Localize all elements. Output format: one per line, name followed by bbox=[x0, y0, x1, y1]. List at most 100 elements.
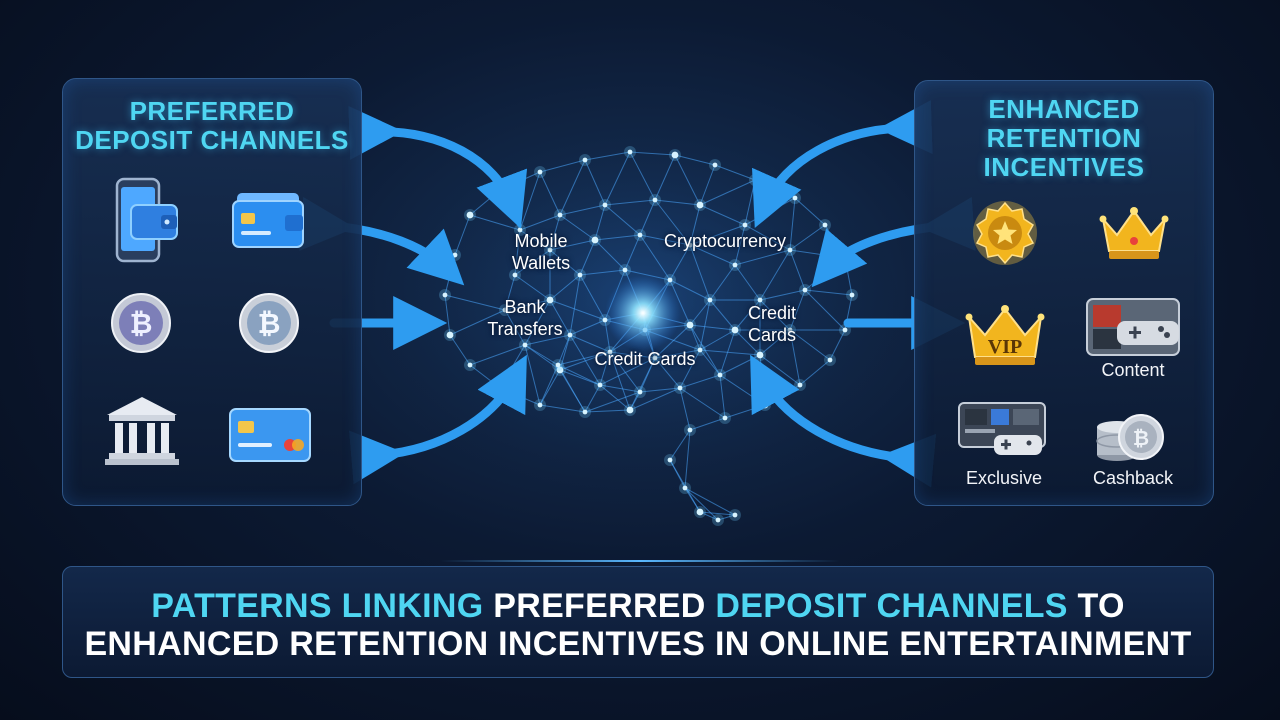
network-link bbox=[699, 349, 761, 356]
arrow-left-top bbox=[348, 105, 528, 229]
network-link bbox=[584, 384, 601, 413]
network-link bbox=[539, 404, 586, 413]
arrow-right-top bbox=[752, 100, 933, 229]
content-reward-label: Content bbox=[1101, 360, 1165, 380]
network-node bbox=[557, 212, 563, 218]
network-node bbox=[547, 247, 553, 253]
vip-badge-text: VIP bbox=[988, 336, 1022, 358]
network-link bbox=[524, 344, 541, 406]
network-node bbox=[696, 508, 704, 516]
svg-text:₿: ₿ bbox=[258, 307, 281, 340]
deposit-channels-panel: PREFERRED DEPOSIT CHANNELS ₿ ₿ bbox=[62, 78, 362, 506]
network-link bbox=[689, 324, 736, 331]
network-link bbox=[669, 279, 711, 301]
network-link bbox=[514, 249, 551, 276]
arrow-left-bottom bbox=[349, 354, 527, 485]
network-link bbox=[684, 487, 701, 513]
network-node bbox=[512, 272, 518, 278]
network-link bbox=[639, 357, 656, 393]
network-node bbox=[732, 262, 738, 268]
network-link bbox=[599, 384, 631, 411]
network-link bbox=[604, 151, 631, 206]
network-link bbox=[699, 164, 716, 206]
label-credit-cards-center: Credit Cards bbox=[594, 349, 696, 369]
network-link bbox=[759, 249, 791, 301]
network-link bbox=[449, 309, 506, 336]
network-link bbox=[734, 249, 791, 266]
vip-crown-icon: VIP bbox=[965, 305, 1045, 365]
network-node bbox=[537, 402, 543, 408]
network-link bbox=[744, 224, 791, 251]
label-mobile-wallets: Mobile Wallets bbox=[511, 231, 571, 273]
network-node bbox=[446, 331, 454, 339]
network-link bbox=[594, 234, 641, 241]
network-node bbox=[712, 162, 718, 168]
banner-line-2: ENHANCED RETENTION INCENTIVES IN ONLINE … bbox=[84, 625, 1192, 663]
network-link bbox=[654, 349, 701, 359]
network-link bbox=[679, 374, 721, 389]
network-link bbox=[717, 514, 736, 521]
network-node bbox=[667, 277, 673, 283]
network-link bbox=[679, 387, 726, 419]
network-node bbox=[802, 287, 808, 293]
network-node bbox=[442, 292, 448, 298]
network-node bbox=[637, 389, 643, 395]
network-link bbox=[604, 199, 656, 206]
network-link bbox=[804, 289, 853, 296]
credit-card-icon bbox=[229, 408, 311, 462]
bank-icon bbox=[105, 397, 179, 465]
retention-incentives-panel: ENHANCED RETENTION INCENTIVES VIP bbox=[914, 80, 1214, 506]
network-node bbox=[652, 355, 658, 361]
network-link bbox=[629, 387, 681, 411]
network-link bbox=[549, 299, 571, 336]
network-link bbox=[604, 204, 641, 236]
network-link bbox=[699, 179, 756, 206]
network-link bbox=[689, 244, 711, 301]
network-link bbox=[504, 309, 526, 346]
network-node bbox=[602, 202, 608, 208]
crown-icon bbox=[1099, 207, 1169, 259]
network-node bbox=[761, 401, 769, 409]
wallet-phone-icon bbox=[115, 177, 178, 263]
network-link bbox=[584, 391, 641, 413]
network-node bbox=[626, 406, 634, 414]
network-link bbox=[654, 199, 701, 206]
network-link bbox=[734, 329, 761, 356]
network-link bbox=[699, 329, 736, 351]
network-node bbox=[732, 512, 738, 518]
network-link bbox=[579, 239, 596, 276]
banner-line-1: PATTERNS LINKING PREFERRED DEPOSIT CHANN… bbox=[151, 587, 1125, 625]
network-node bbox=[627, 149, 633, 155]
title-banner: PATTERNS LINKING PREFERRED DEPOSIT CHANN… bbox=[62, 566, 1214, 678]
network-link bbox=[699, 511, 736, 516]
network-node bbox=[567, 332, 573, 338]
network-node bbox=[756, 351, 764, 359]
bitcoin-coin-icon: ₿ bbox=[239, 293, 299, 353]
network-node bbox=[652, 197, 658, 203]
network-node bbox=[715, 517, 721, 523]
network-node bbox=[556, 366, 564, 374]
network-link bbox=[639, 234, 671, 281]
star-badge-icon bbox=[973, 201, 1037, 265]
divider-glow bbox=[440, 560, 840, 562]
network-link bbox=[759, 289, 806, 301]
network-link bbox=[584, 151, 631, 161]
deposit-channels-title: PREFERRED DEPOSIT CHANNELS bbox=[75, 96, 349, 155]
network-link bbox=[734, 299, 761, 331]
network-link bbox=[719, 329, 736, 376]
network-link bbox=[557, 334, 571, 366]
network-node bbox=[742, 222, 748, 228]
network-link bbox=[549, 299, 606, 321]
network-node bbox=[722, 415, 728, 421]
network-link bbox=[679, 349, 701, 389]
network-link bbox=[539, 171, 561, 216]
network-node bbox=[537, 169, 543, 175]
network-link bbox=[514, 274, 551, 301]
network-node bbox=[757, 297, 763, 303]
network-link bbox=[609, 351, 656, 359]
network-link bbox=[524, 299, 551, 346]
exclusive-reward-label: Exclusive bbox=[965, 468, 1043, 488]
network-link bbox=[549, 239, 596, 251]
network-node bbox=[591, 236, 599, 244]
network-node bbox=[822, 222, 828, 228]
